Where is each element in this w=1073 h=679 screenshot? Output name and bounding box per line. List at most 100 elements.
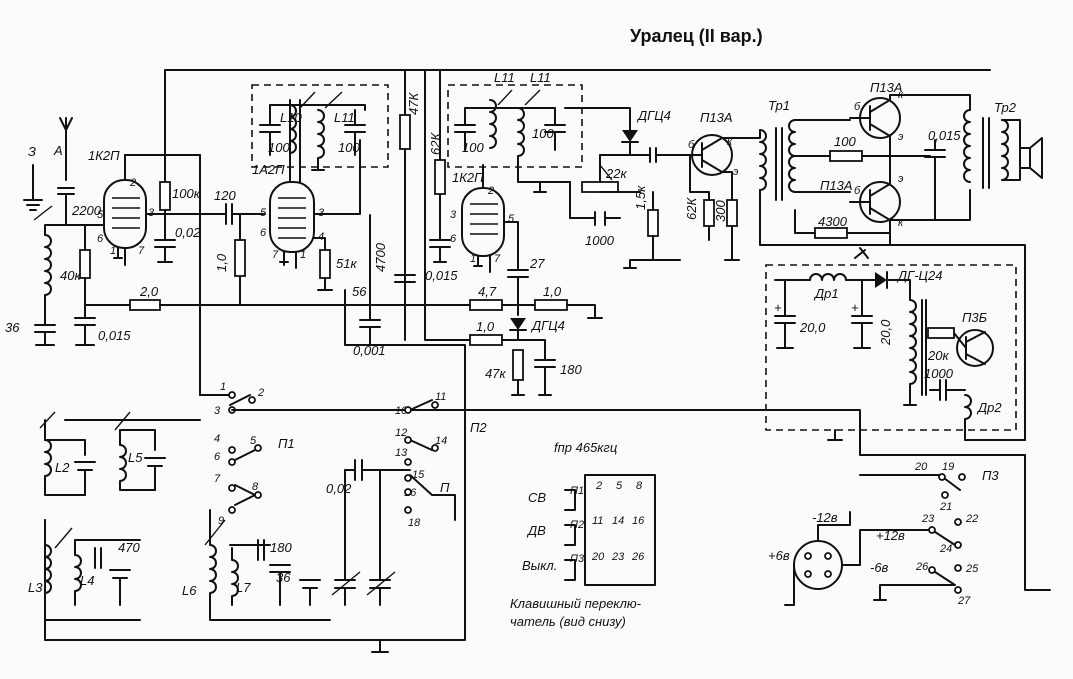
- svg-text:11: 11: [435, 391, 446, 403]
- antenna-input: А З 2200: [23, 117, 102, 226]
- svg-text:2: 2: [595, 480, 602, 492]
- svg-text:П13А: П13А: [700, 110, 733, 125]
- detector-network: 4,7 1,0 ДГЦ4 1,0 47к 180: [424, 69, 603, 396]
- svg-text:L7: L7: [236, 580, 251, 595]
- svg-text:100: 100: [462, 140, 484, 155]
- svg-text:э: э: [898, 131, 904, 143]
- svg-text:4300: 4300: [818, 214, 848, 229]
- svg-text:13: 13: [395, 447, 408, 459]
- svg-text:П13А: П13А: [820, 178, 853, 193]
- svg-text:21: 21: [939, 501, 952, 513]
- svg-text:18: 18: [408, 517, 421, 529]
- input-coil: 40к 36 0,015: [5, 205, 131, 346]
- svg-text:62К: 62К: [684, 197, 699, 220]
- svg-text:П2: П2: [470, 420, 487, 435]
- svg-text:1000: 1000: [585, 233, 615, 248]
- svg-text:7: 7: [214, 473, 221, 485]
- svg-text:1А2П: 1А2П: [252, 162, 285, 177]
- svg-text:СВ: СВ: [528, 490, 546, 505]
- svg-text:1000: 1000: [924, 366, 954, 381]
- tube-1-1k2p: 1К2П 2 3 5 6 1 7: [88, 148, 221, 266]
- svg-text:100: 100: [532, 126, 554, 141]
- svg-text:14: 14: [435, 435, 447, 447]
- svg-text:б: б: [854, 185, 861, 197]
- svg-text:L11: L11: [530, 70, 551, 85]
- svg-text:э: э: [898, 173, 904, 185]
- svg-text:100: 100: [834, 134, 856, 149]
- coil-l6-l7: L6 L7 180 36: [182, 509, 331, 621]
- svg-text:47к: 47к: [485, 366, 506, 381]
- svg-text:470: 470: [118, 540, 140, 555]
- transistor-p13a-1: П13А б к э 62К 300: [684, 110, 761, 261]
- svg-text:2200: 2200: [71, 203, 102, 218]
- svg-text:ДГЦ4: ДГЦ4: [636, 108, 671, 123]
- coupling-cap-120: 120 1,0: [214, 188, 266, 277]
- svg-text:56: 56: [352, 284, 367, 299]
- svg-text:-12в: -12в: [812, 510, 838, 525]
- svg-text:24: 24: [939, 543, 952, 555]
- svg-text:4,7: 4,7: [478, 284, 497, 299]
- svg-text:180: 180: [560, 362, 582, 377]
- svg-text:1К2П: 1К2П: [88, 148, 120, 163]
- svg-text:14: 14: [612, 515, 624, 527]
- transformer-tr2-speaker: Тр2: [963, 100, 1043, 189]
- svg-text:22к: 22к: [605, 166, 627, 181]
- svg-text:Тр1: Тр1: [768, 98, 790, 113]
- svg-text:3: 3: [450, 209, 457, 221]
- svg-text:П: П: [440, 480, 450, 495]
- svg-text:ДВ: ДВ: [526, 523, 546, 538]
- svg-text:2: 2: [487, 185, 494, 197]
- svg-text:23: 23: [921, 513, 935, 525]
- svg-text:1К2П: 1К2П: [452, 170, 484, 185]
- svg-text:L5: L5: [128, 450, 143, 465]
- svg-text:25: 25: [965, 563, 979, 575]
- svg-text:+: +: [851, 300, 859, 315]
- tuning-capacitors: 0,02: [326, 459, 411, 606]
- svg-text:2,0: 2,0: [139, 284, 159, 299]
- svg-text:L11: L11: [494, 70, 515, 85]
- svg-text:0,001: 0,001: [353, 343, 386, 358]
- svg-text:8: 8: [252, 481, 259, 493]
- svg-text:+12в: +12в: [876, 528, 905, 543]
- svg-text:0,015: 0,015: [98, 328, 131, 343]
- coil-l3-l4: L3 L4 470: [28, 519, 141, 621]
- svg-text:Др1: Др1: [813, 286, 839, 301]
- switch-p3: 20 19 21 П3: [859, 461, 999, 513]
- svg-text:З: З: [28, 144, 36, 159]
- svg-text:20: 20: [914, 461, 928, 473]
- power-converter: Др1 ДГ-Ц24 + 20,0 + 20,0 20к П3Б 1000 Др…: [765, 247, 1026, 441]
- svg-text:Тр2: Тр2: [994, 100, 1017, 115]
- svg-text:36: 36: [276, 570, 291, 585]
- svg-text:23: 23: [611, 551, 625, 563]
- svg-text:6: 6: [260, 227, 267, 239]
- svg-text:100: 100: [338, 140, 360, 155]
- svg-text:П3: П3: [982, 468, 999, 483]
- svg-text:36: 36: [5, 320, 20, 335]
- svg-text:300: 300: [713, 200, 728, 222]
- band-switch: 1 2 3 4 5 6 7 8 9 10 11 12 13 14 15 16 1…: [44, 381, 1051, 653]
- svg-text:П3: П3: [570, 553, 585, 565]
- svg-text:б: б: [854, 101, 861, 113]
- svg-text:62К: 62К: [428, 132, 443, 155]
- svg-text:5: 5: [250, 435, 257, 447]
- svg-text:3: 3: [214, 405, 221, 417]
- svg-text:120: 120: [214, 188, 236, 203]
- svg-text:L3: L3: [28, 580, 43, 595]
- svg-text:L4: L4: [80, 573, 94, 588]
- svg-text:1,0: 1,0: [543, 284, 562, 299]
- svg-text:0,015: 0,015: [928, 128, 961, 143]
- svg-text:180: 180: [270, 540, 292, 555]
- svg-text:ДГ-Ц24: ДГ-Ц24: [896, 268, 942, 283]
- svg-text:0,015: 0,015: [425, 268, 458, 283]
- svg-text:15: 15: [412, 469, 425, 481]
- svg-text:5: 5: [616, 480, 623, 492]
- svg-text:7: 7: [272, 249, 279, 261]
- svg-text:6: 6: [97, 233, 104, 245]
- svg-text:22: 22: [965, 513, 978, 525]
- tube1-anode-load: 100к 0,02: [124, 69, 991, 396]
- svg-text:Др2: Др2: [976, 400, 1002, 415]
- svg-text:-6в: -6в: [870, 560, 889, 575]
- keyboard-switch: СВ ДВ Выкл. П1 П2 П3 2 5 8 11 14 16 20 2…: [510, 474, 656, 629]
- push-pull-stage: П13А б к э П13А б э к 100 4300 0,015: [794, 80, 971, 246]
- svg-text:5: 5: [508, 213, 515, 225]
